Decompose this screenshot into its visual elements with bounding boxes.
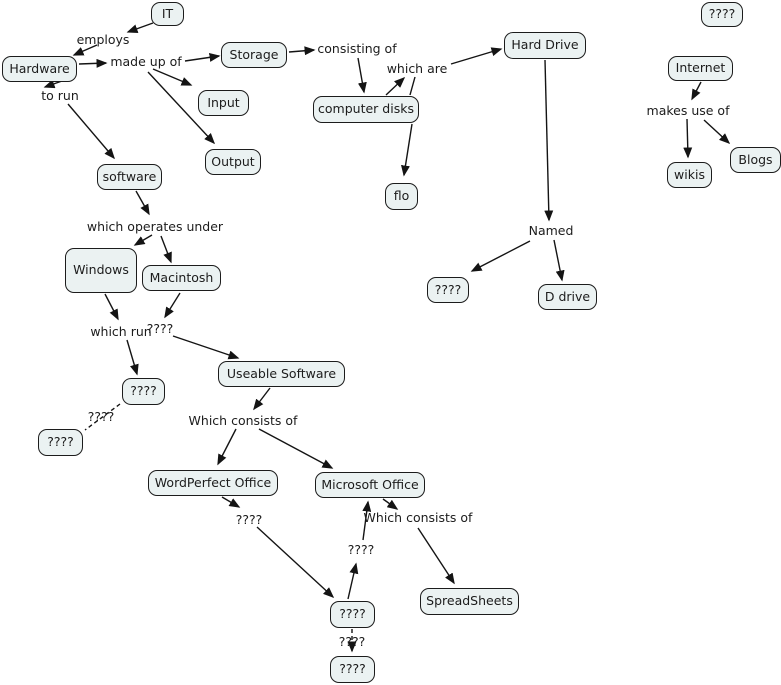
link-line-consisting-of-to-computer-disks — [357, 57, 367, 94]
link-label-to-run[interactable]: to run — [41, 87, 79, 103]
link-line-makes-use-of-to-blogs — [703, 119, 731, 145]
concept-node-it[interactable]: IT — [151, 2, 184, 26]
link-line-which-operates-under-to-macintosh — [160, 235, 172, 264]
concept-node-wikis[interactable]: wikis — [667, 162, 712, 188]
link-label-which-consists-of-2[interactable]: Which consists of — [363, 509, 473, 525]
link-line-computer-disks-to-which-are — [385, 76, 406, 96]
link-line-named-to-d-drive — [553, 239, 565, 282]
link-line-which-run-to-unknown-mid — [126, 339, 139, 376]
link-label-unknown-label-1[interactable]: ???? — [146, 320, 174, 336]
concept-node-macintosh[interactable]: Macintosh — [142, 265, 221, 291]
link-line-useable-software-to-which-consists-of-1 — [253, 387, 271, 411]
concept-node-input[interactable]: Input — [198, 90, 249, 116]
link-line-unknown-label-1-to-useable-software — [172, 335, 240, 360]
link-line-made-up-of-to-input — [152, 68, 193, 86]
link-label-unknown-label-5[interactable]: ???? — [338, 633, 366, 649]
concept-node-output[interactable]: Output — [205, 149, 261, 175]
link-line-microsoft-office-to-which-consists-of-2 — [382, 498, 399, 510]
link-line-computer-disks-to-flo — [401, 123, 413, 177]
link-label-unknown-label-3[interactable]: ???? — [235, 511, 263, 527]
link-line-hardware-to-made-up-of — [78, 58, 108, 68]
link-line-storage-to-consisting-of — [288, 46, 316, 56]
link-label-which-consists-of-1[interactable]: Which consists of — [188, 412, 298, 428]
link-line-macintosh-to-unknown-label-1 — [164, 292, 181, 319]
link-line-unknown-label-3-to-unknown-center — [256, 526, 335, 599]
concept-node-software[interactable]: software — [97, 164, 162, 190]
concept-node-computer-disks[interactable]: computer disks — [313, 96, 419, 123]
link-label-unknown-label-2[interactable]: ???? — [87, 408, 115, 424]
concept-node-unknown-mid[interactable]: ???? — [122, 378, 165, 405]
concept-node-wordperfect-office[interactable]: WordPerfect Office — [148, 470, 278, 496]
concept-node-flo[interactable]: flo — [385, 183, 418, 210]
link-line-which-are-to-hard-drive — [450, 47, 503, 65]
link-line-wordperfect-office-to-unknown-label-3 — [221, 496, 241, 508]
link-label-employs[interactable]: employs — [76, 31, 130, 47]
concept-node-unknown-center[interactable]: ???? — [330, 601, 375, 628]
link-label-named[interactable]: Named — [528, 222, 574, 238]
link-line-hard-drive-to-named — [544, 59, 554, 222]
link-line-to-run-to-software — [67, 103, 115, 160]
link-line-which-are-to-computer-disks — [409, 76, 416, 96]
concept-node-spreadsheets[interactable]: SpreadSheets — [420, 588, 519, 615]
concept-node-storage[interactable]: Storage — [221, 42, 287, 68]
link-label-which-are[interactable]: which are — [386, 60, 448, 76]
link-line-makes-use-of-to-wikis — [683, 118, 693, 159]
concept-node-windows[interactable]: Windows — [65, 248, 137, 293]
concept-node-unknown-bottom-left[interactable]: ???? — [38, 429, 83, 456]
link-line-windows-to-which-run — [104, 293, 119, 321]
link-line-which-operates-under-to-windows — [133, 234, 153, 246]
concept-node-blogs[interactable]: Blogs — [730, 147, 781, 173]
link-label-unknown-label-4[interactable]: ???? — [347, 541, 375, 557]
concept-node-internet[interactable]: Internet — [668, 56, 733, 81]
concept-node-hard-drive[interactable]: Hard Drive — [504, 32, 586, 59]
concept-node-unknown-named[interactable]: ???? — [427, 277, 469, 303]
concept-node-microsoft-office[interactable]: Microsoft Office — [315, 472, 425, 498]
link-label-consisting-of[interactable]: consisting of — [317, 40, 397, 56]
concept-node-d-drive[interactable]: D drive — [538, 284, 597, 310]
link-line-which-consists-of-1-to-wordperfect-office — [217, 428, 237, 466]
link-line-software-to-which-operates-under — [135, 190, 150, 216]
link-label-which-operates-under[interactable]: which operates under — [86, 218, 224, 234]
link-line-which-consists-of-1-to-microsoft-office — [258, 428, 334, 469]
concept-node-unknown-top-right[interactable]: ???? — [701, 2, 743, 27]
link-line-internet-to-makes-use-of — [691, 81, 702, 101]
link-label-which-run[interactable]: which run — [90, 323, 152, 339]
link-line-which-consists-of-2-to-spreadsheets — [417, 527, 455, 585]
link-line-unknown-center-to-unknown-label-4 — [347, 562, 359, 600]
concept-node-useable-software[interactable]: Useable Software — [218, 361, 345, 387]
link-label-made-up-of[interactable]: made up of — [110, 53, 182, 69]
link-line-made-up-of-to-storage — [184, 52, 221, 62]
concept-node-hardware[interactable]: Hardware — [2, 56, 77, 82]
link-line-named-to-unknown-named — [470, 240, 531, 272]
concept-node-unknown-bottom[interactable]: ???? — [330, 656, 375, 683]
link-label-makes-use-of[interactable]: makes use of — [646, 102, 730, 118]
link-line-it-to-employs — [126, 22, 154, 34]
